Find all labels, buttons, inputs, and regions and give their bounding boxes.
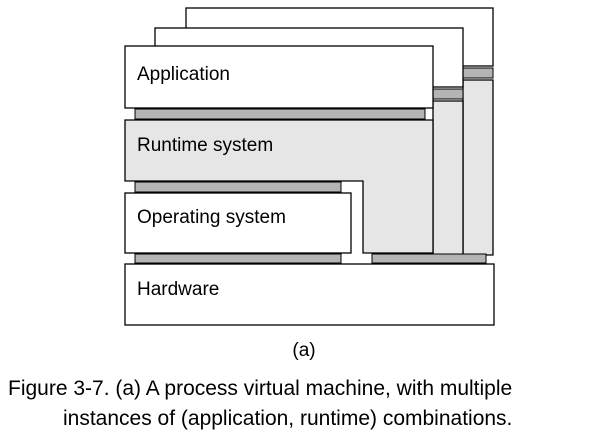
- runtime-hardware-interface: [371, 253, 487, 264]
- caption-line-2: instances of (application, runtime) comb…: [63, 407, 512, 430]
- runtime-box: [124, 119, 434, 254]
- os-box: [124, 192, 352, 254]
- hardware-box: [124, 263, 495, 326]
- app-runtime-interface: [134, 108, 426, 120]
- application-label: Application: [137, 64, 230, 85]
- instance-front: [124, 45, 434, 254]
- application-box: [124, 45, 434, 109]
- hardware-label: Hardware: [137, 279, 219, 300]
- caption-line-1: Figure 3-7. (a) A process virtual machin…: [8, 377, 512, 400]
- runtime-label: Runtime system: [137, 135, 273, 156]
- sub-figure-label: (a): [292, 340, 315, 361]
- os-label: Operating system: [137, 207, 286, 228]
- os-hardware-interface: [134, 253, 342, 264]
- runtime-os-interface: [134, 181, 342, 193]
